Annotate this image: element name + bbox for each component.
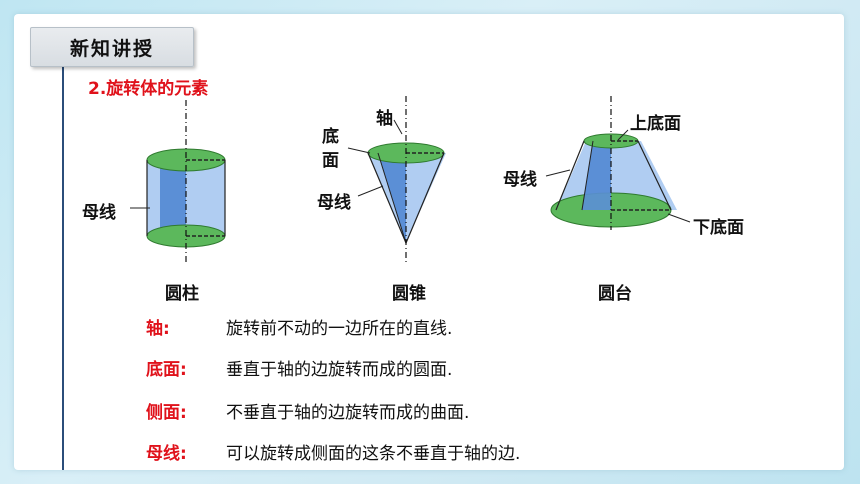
cone-caption: 圆锥 xyxy=(392,284,426,304)
cone-right-edge xyxy=(405,152,445,244)
definition-text-base: 垂直于轴的边旋转而成的圆面. xyxy=(226,360,453,380)
frustum-axial-section-front xyxy=(582,141,611,210)
cylinder-figure xyxy=(130,100,226,262)
definition-term-lateral-surface: 侧面: xyxy=(146,403,187,423)
definition-term-generatrix: 母线: xyxy=(146,444,187,464)
section-banner: 新知讲授 xyxy=(30,27,194,67)
cone-figure xyxy=(347,96,446,262)
frustum-bottom-pointer xyxy=(667,213,691,223)
cone-axis-label: 轴 xyxy=(376,109,393,129)
banner-title: 新知讲授 xyxy=(69,37,154,60)
cylinder-caption: 圆柱 xyxy=(165,284,199,304)
cone-base-pointer xyxy=(347,147,371,154)
definition-term-base: 底面: xyxy=(146,360,187,380)
frustum-generatrix-label: 母线 xyxy=(503,170,537,190)
cone-axis-pointer xyxy=(393,119,403,135)
cone-base-label-line1: 底 xyxy=(322,127,339,147)
frustum-top-base-label: 上底面 xyxy=(630,114,681,134)
frustum-caption: 圆台 xyxy=(598,284,632,304)
frustum-generatrix-edge xyxy=(581,140,594,211)
cone-generatrix-label: 母线 xyxy=(317,193,351,213)
frustum-generatrix-pointer xyxy=(545,169,571,177)
frustum-figure xyxy=(545,96,691,230)
definition-text-axis: 旋转前不动的一边所在的直线. xyxy=(226,319,453,339)
cone-generatrix-edge xyxy=(377,152,407,244)
frustum-right-edge xyxy=(637,140,672,211)
cylinder-axial-section xyxy=(160,160,186,236)
cone-base-label-line2: 面 xyxy=(322,151,339,171)
frustum-left-edge xyxy=(555,140,585,211)
cone-side-surface xyxy=(368,153,446,243)
frustum-bottom-base-label: 下底面 xyxy=(693,218,744,238)
definition-text-lateral-surface: 不垂直于轴的边旋转而成的曲面. xyxy=(226,403,470,423)
cone-left-edge xyxy=(367,152,407,244)
definition-term-axis: 轴: xyxy=(146,319,170,339)
frustum-top-pointer xyxy=(617,129,629,141)
cylinder-generatrix-label: 母线 xyxy=(82,203,116,223)
section-subtitle: 2.旋转体的元素 xyxy=(88,79,209,99)
left-divider-line xyxy=(62,62,64,470)
definition-text-generatrix: 可以旋转成侧面的这条不垂直于轴的边. xyxy=(226,444,521,464)
cone-generatrix-pointer xyxy=(357,185,384,197)
